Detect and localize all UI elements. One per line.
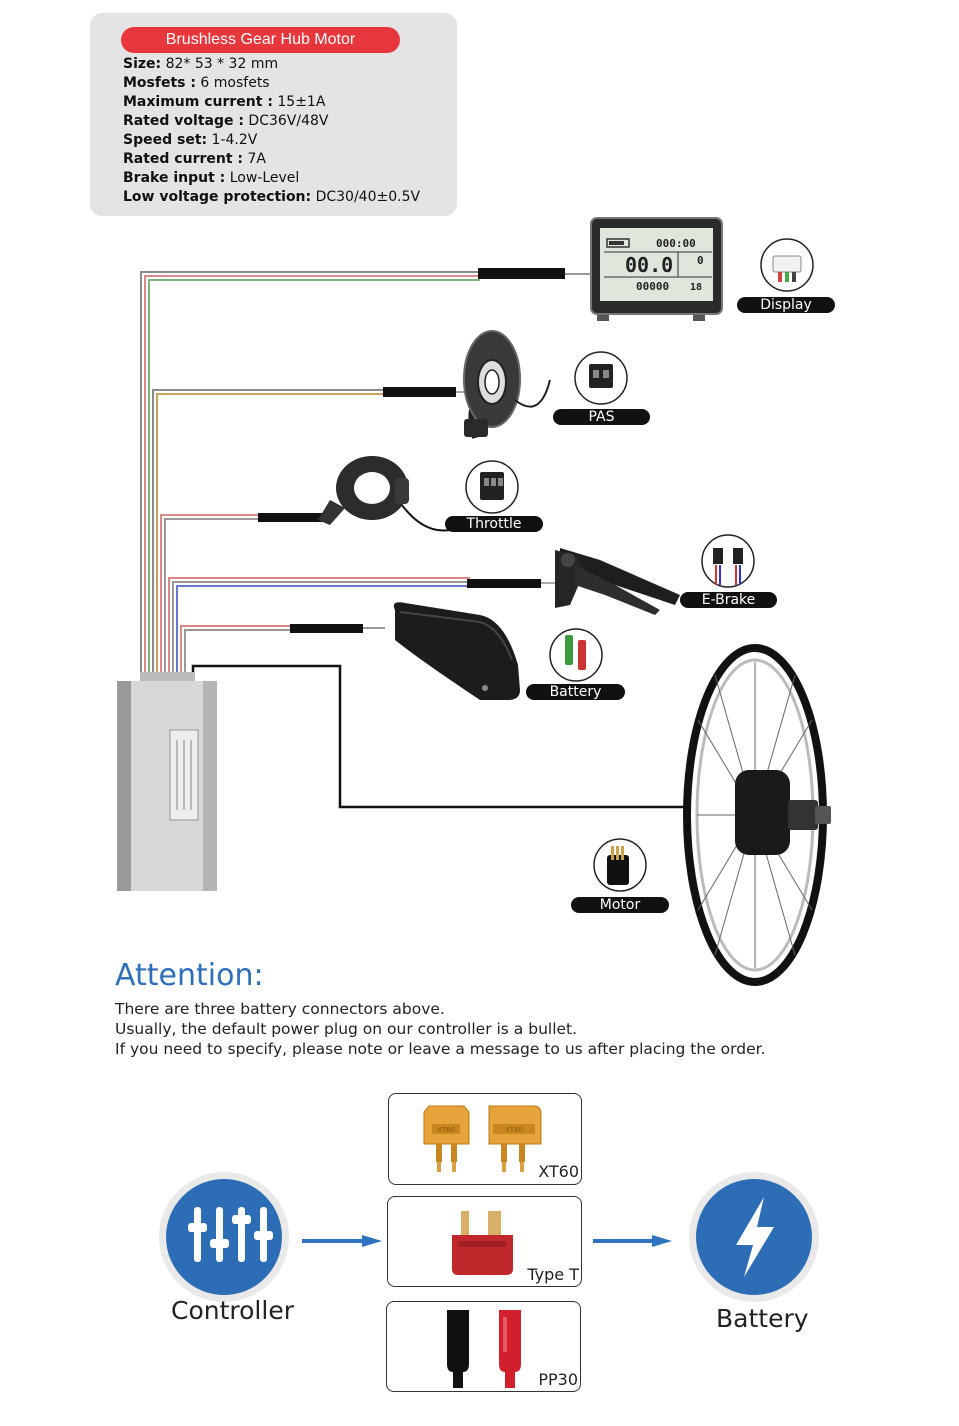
throttle-wire [161,515,260,680]
battery-connector-image [550,629,602,681]
display-label: Display [737,297,835,313]
controller-image [117,672,217,891]
flow-icons [150,1165,850,1305]
pp30-plug-box: PP30 [386,1301,581,1392]
battery-label: Battery [716,1304,809,1333]
hub-motor-wheel-image [687,648,831,982]
lcd-side-digit: 0 [697,254,704,267]
pas-wire [153,390,385,680]
lcd-odo: 00000 [636,280,669,293]
lcd-temp: 18 [690,282,702,293]
controller-label: Controller [171,1296,294,1325]
wiring-diagram: 000:00 00.0 0 00000 18 [0,0,959,1000]
motor-connector-image [594,839,646,891]
controller-sliders-icon [159,1172,289,1302]
motor-label: Motor [571,897,669,913]
xt60-marking-right: XT60 [505,1126,523,1134]
ebrake-label: E-Brake [680,592,777,608]
throttle-wire-2 [165,519,260,680]
pp30-label: PP30 [538,1370,578,1389]
battery-connector-label: Battery [526,684,625,700]
throttle-sleeve [258,513,328,522]
throttle-label: Throttle [445,516,543,532]
display-sleeve [478,268,565,279]
lcd-top-time: 000:00 [656,237,696,250]
lcd-speed: 00.0 [625,253,673,277]
throttle-connector-image [466,461,518,513]
battery-wire-2 [185,630,290,680]
pas-sleeve [383,387,456,397]
pas-label: PAS [553,409,650,425]
arrow-right-icon-2 [593,1235,672,1247]
arrow-right-icon-1 [302,1235,382,1247]
pas-wire-2 [157,394,385,680]
pas-connector-image [575,352,627,404]
ebrake-connector-image [702,535,754,587]
xt60-marking-left: XT60 [437,1126,455,1134]
attention-line-2: Usually, the default power plug on our c… [115,1020,577,1038]
ebrake-sleeve [467,579,541,588]
ebrake-image [555,548,680,615]
attention-title: Attention: [115,958,264,993]
battery-wire [181,626,290,680]
lightning-bolt-icon [689,1172,819,1302]
attention-line-1: There are three battery connectors above… [115,1000,445,1018]
display-connector-image [761,239,813,291]
battery-pack-image [394,602,520,700]
pas-sensor-image [464,331,550,438]
throttle-image [318,456,450,531]
attention-line-3: If you need to specify, please note or l… [115,1040,766,1058]
battery-sleeve [290,624,363,633]
